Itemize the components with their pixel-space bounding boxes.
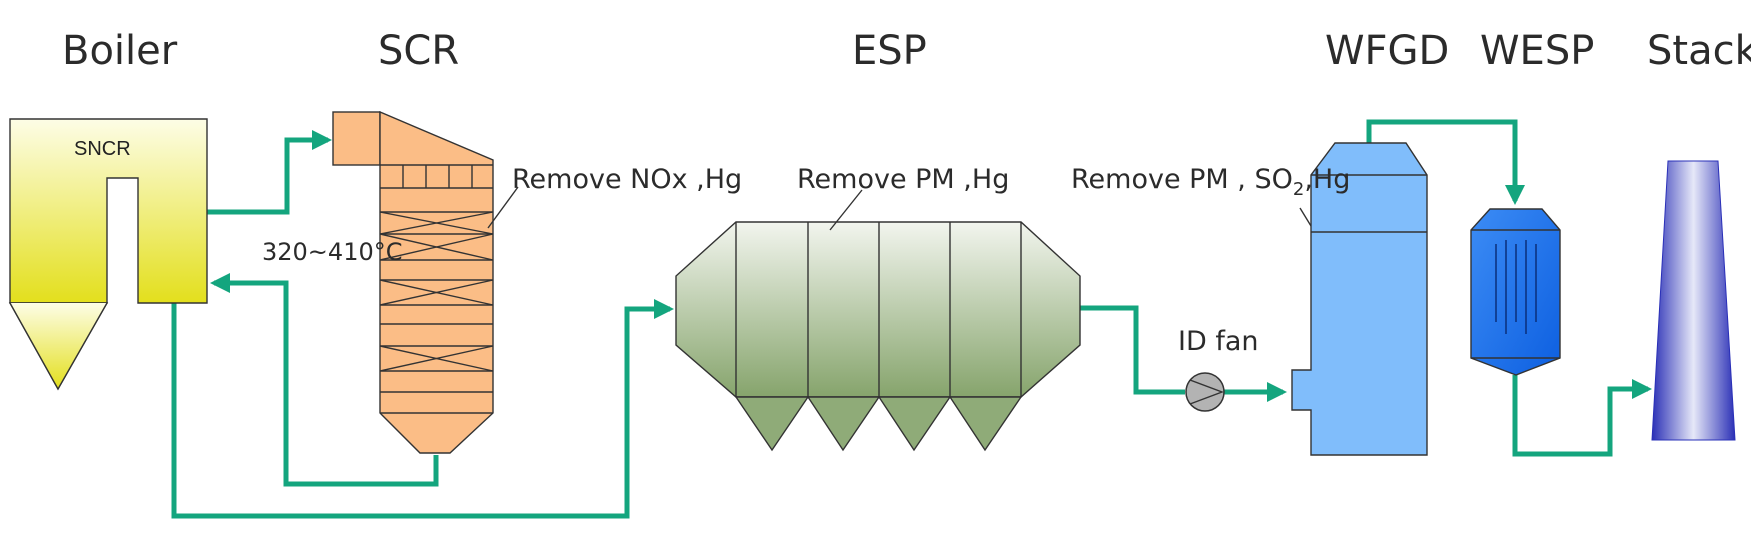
wfgd-tower: Remove PM , SO2,Hg [1071, 142, 1428, 456]
wesp-title: WESP [1480, 28, 1594, 74]
scr-title: SCR [378, 28, 459, 74]
boiler-title: Boiler [62, 28, 178, 74]
stack [1651, 160, 1736, 441]
wesp-unit [1470, 208, 1561, 376]
stack-title: Stack [1647, 28, 1751, 74]
sncr-label: SNCR [74, 138, 131, 160]
wfgd-function-note: Remove PM , SO2,Hg [1071, 164, 1350, 200]
wfgd-note-main: Remove PM , SO [1071, 164, 1293, 195]
temperature-label: 320~410°C [262, 238, 402, 266]
esp-title: ESP [852, 28, 927, 74]
wfgd-title: WFGD [1325, 28, 1449, 74]
wfgd-note-sub: 2 [1293, 179, 1304, 200]
wfgd-note-tail: ,Hg [1304, 164, 1350, 195]
esp-unit: Remove PM ,Hg [675, 164, 1081, 452]
esp-function-note: Remove PM ,Hg [797, 164, 1009, 195]
id-fan: ID fan [1178, 326, 1259, 412]
flue-pipes [171, 119, 1652, 519]
id-fan-label: ID fan [1178, 326, 1259, 357]
boiler: SNCR [8, 118, 208, 391]
scr-reactor: 320~410°C Remove NOx ,Hg [262, 110, 742, 454]
scr-function-note: Remove NOx ,Hg [512, 164, 742, 195]
